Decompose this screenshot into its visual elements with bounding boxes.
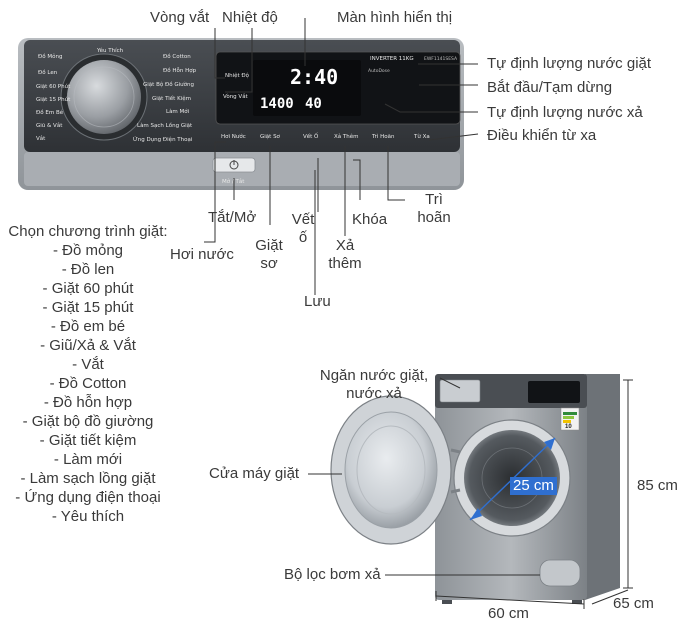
programs-left: Đồ Mỏng Đồ Len Giặt 60 Phút Giặt 15 Phút… bbox=[36, 52, 71, 142]
depth-label: 65 cm bbox=[613, 595, 654, 612]
program-60min[interactable]: Giặt 60 Phút bbox=[36, 83, 71, 90]
callout-stain-line1: Vết bbox=[291, 211, 315, 228]
callout-remote-control: Điều khiển từ xa bbox=[487, 127, 597, 144]
program-15min[interactable]: Giặt 15 Phút bbox=[36, 96, 71, 103]
prewash-button[interactable]: Giặt Sơ bbox=[260, 134, 281, 140]
machine-display bbox=[528, 381, 580, 403]
depth-dimension-line bbox=[591, 589, 629, 605]
program-list-item: - Vắt bbox=[72, 356, 104, 373]
callout-auto-softener: Tự định lượng nước xả bbox=[487, 104, 643, 121]
callout-temperature: Nhiệt độ bbox=[222, 9, 278, 26]
program-list-item: - Giặt tiết kiệm bbox=[39, 432, 137, 449]
program-list: Chọn chương trình giặt: - Đồ mỏng - Đồ l… bbox=[0, 222, 176, 526]
temp-button[interactable]: Nhiệt Độ bbox=[225, 72, 250, 79]
program-mixed[interactable]: Đồ Hỗn Hợp bbox=[163, 66, 197, 74]
inverter-badge: INVERTER 11KG bbox=[370, 56, 414, 62]
width-label: 60 cm bbox=[488, 605, 529, 622]
spin-button[interactable]: Vòng Vắt bbox=[223, 93, 249, 100]
stain-button[interactable]: Vết Ố bbox=[303, 132, 319, 140]
program-list-title: Chọn chương trình giặt: bbox=[8, 223, 168, 240]
callout-detergent-drawer: Ngăn nước giặt, nước xả bbox=[304, 367, 444, 403]
door-glass bbox=[344, 411, 438, 529]
callout-stain: Vết ố bbox=[289, 211, 317, 247]
lcd-temp: 40 bbox=[305, 96, 322, 112]
program-favourite[interactable]: Yêu Thích bbox=[96, 47, 124, 54]
delay-end-button[interactable]: Trì Hoãn bbox=[371, 133, 395, 140]
program-rinse-spin[interactable]: Giũ & Vắt bbox=[36, 122, 63, 129]
callout-power: Tắt/Mở bbox=[208, 209, 257, 226]
callout-save: Lưu bbox=[304, 293, 331, 310]
program-baby[interactable]: Đồ Em Bé bbox=[36, 108, 64, 116]
program-list-item: - Đồ em bé bbox=[50, 318, 126, 335]
program-list-item: - Đồ mỏng bbox=[52, 242, 124, 259]
program-refresh[interactable]: Làm Mới bbox=[166, 108, 190, 115]
callout-lock: Khóa bbox=[352, 211, 388, 228]
callout-spin-cycle: Vòng vắt bbox=[150, 9, 210, 26]
callout-delay-line1: Trì bbox=[425, 191, 443, 208]
lcd-spin: 1400 bbox=[260, 96, 294, 112]
machine-side bbox=[585, 374, 620, 600]
callout-extra-rinse: Xả thêm bbox=[327, 237, 363, 273]
callout-door: Cửa máy giặt bbox=[209, 465, 300, 482]
programs-right: Đồ Cotton Đồ Hỗn Hợp Giặt Bộ Đồ Giường G… bbox=[133, 52, 197, 143]
lcd-time: 2:40 bbox=[290, 65, 338, 89]
program-list-item: - Làm sạch lồng giặt bbox=[20, 470, 156, 487]
program-list-item: - Giặt bộ đồ giường bbox=[22, 413, 154, 430]
program-list-item: - Đồ Cotton bbox=[49, 375, 127, 392]
vapour-button[interactable]: Hơi Nước bbox=[221, 133, 246, 140]
extra-rinse-button[interactable]: Xả Thêm bbox=[334, 133, 358, 140]
energy-label-number: 10 bbox=[565, 424, 572, 430]
callout-delay-line2: hoãn bbox=[417, 209, 451, 226]
program-knob[interactable] bbox=[67, 60, 141, 134]
callout-pump-filter: Bộ lọc bơm xả bbox=[284, 566, 381, 583]
callout-delay: Trì hoãn bbox=[414, 191, 454, 227]
power-label: Mở / Tắt bbox=[222, 178, 245, 185]
lcd-screen bbox=[253, 60, 361, 116]
program-bedding[interactable]: Giặt Bộ Đồ Giường bbox=[143, 80, 194, 88]
detergent-drawer bbox=[439, 379, 481, 403]
program-list-item: - Ứng dụng điện thoại bbox=[15, 489, 161, 506]
program-app[interactable]: Ứng Dụng Điện Thoại bbox=[133, 136, 193, 143]
callout-detergent-drawer-line1: Ngăn nước giặt, bbox=[319, 367, 429, 384]
callout-detergent-drawer-line2: nước xả bbox=[346, 385, 402, 402]
program-wool[interactable]: Đồ Len bbox=[38, 68, 58, 76]
program-delicates[interactable]: Đồ Mỏng bbox=[38, 52, 62, 60]
program-list-item: - Làm mới bbox=[53, 451, 123, 468]
autodose-label: AutoDose bbox=[368, 68, 390, 74]
callout-prewash-line1: Giặt bbox=[255, 237, 283, 254]
callout-display: Màn hình hiển thị bbox=[337, 9, 453, 26]
model-number: EWF1141SESA bbox=[424, 56, 458, 62]
program-tub-clean[interactable]: Làm Sạch Lồng Giặt bbox=[137, 121, 193, 129]
callout-prewash-line2: sơ bbox=[260, 255, 278, 272]
program-list-item: - Đồ hỗn hợp bbox=[43, 394, 133, 411]
program-energy-saver[interactable]: Giặt Tiết Kiệm bbox=[152, 95, 191, 102]
program-spin[interactable]: Vắt bbox=[36, 135, 46, 142]
callout-prewash: Giặt sơ bbox=[253, 237, 285, 273]
callout-extra-rinse-line1: Xả bbox=[335, 237, 355, 254]
callout-extra-rinse-line2: thêm bbox=[328, 255, 362, 272]
program-list-item: - Giũ/Xả & Vắt bbox=[40, 337, 136, 354]
drum-diameter-label: 25 cm bbox=[510, 477, 557, 495]
width-dimension-line bbox=[435, 595, 585, 605]
callout-stain-line2: ố bbox=[298, 229, 308, 246]
program-list-item: - Đồ len bbox=[61, 261, 115, 278]
callout-auto-detergent: Tự định lượng nước giặt bbox=[487, 55, 652, 72]
pump-filter-flap[interactable] bbox=[539, 559, 581, 587]
program-cottons[interactable]: Đồ Cotton bbox=[163, 52, 191, 60]
program-list-item: - Yêu thích bbox=[51, 508, 125, 525]
callout-vapour: Hơi nước bbox=[170, 246, 234, 263]
program-list-item: - Giặt 60 phút bbox=[42, 280, 134, 297]
program-list-item: - Giặt 15 phút bbox=[42, 299, 134, 316]
callout-start-pause: Bắt đầu/Tạm dừng bbox=[487, 79, 613, 96]
height-label: 85 cm bbox=[637, 477, 678, 494]
remote-button[interactable]: Từ Xa bbox=[413, 133, 430, 140]
